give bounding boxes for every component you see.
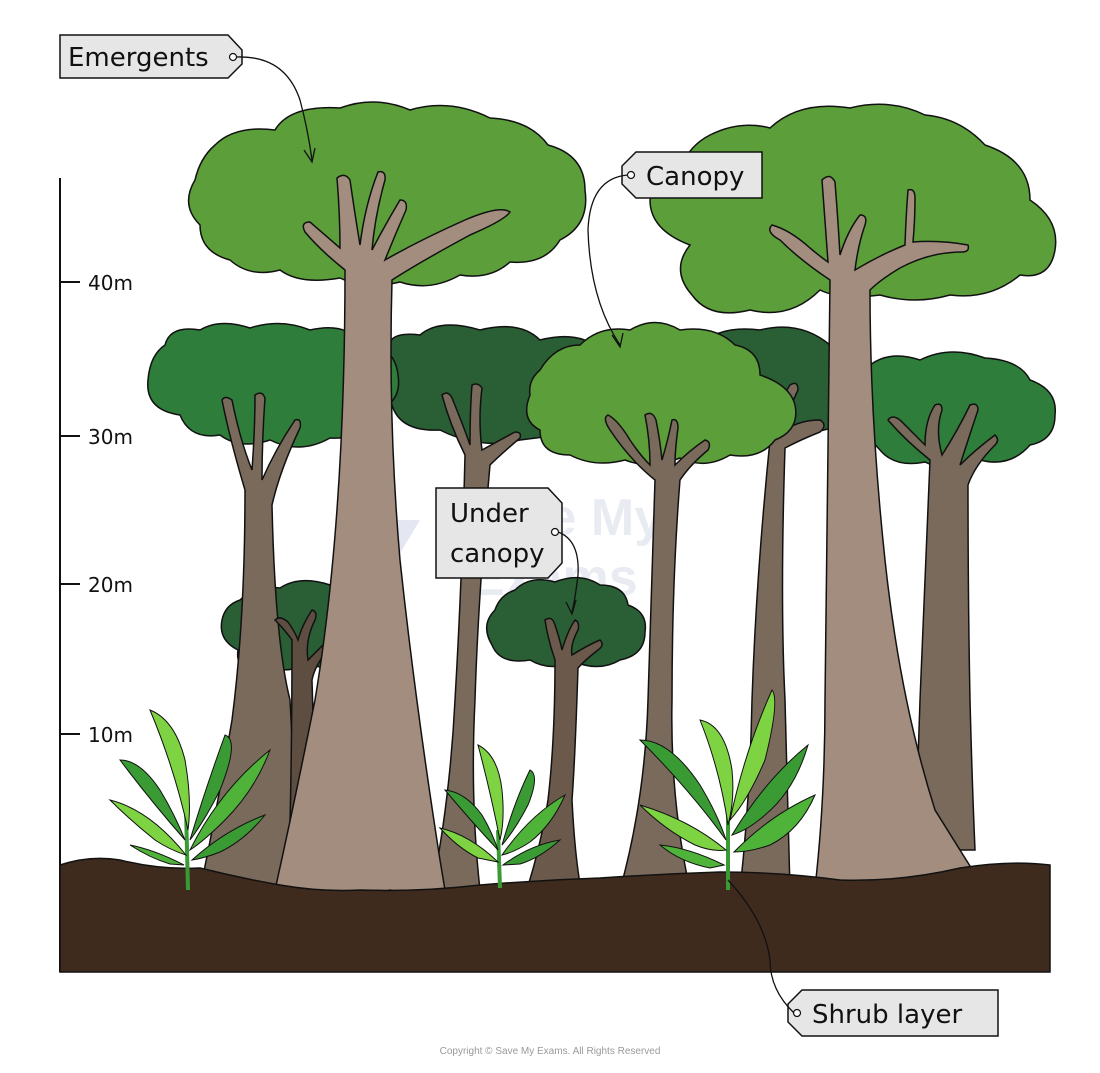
tick-label-10m: 10m [88, 723, 133, 747]
canopy-tag: Canopy [587, 151, 763, 349]
tick-label-30m: 30m [88, 425, 133, 449]
emergents-tag: Emergents [59, 34, 316, 164]
canopy-middle-crown [525, 321, 797, 466]
under-canopy-arrowhead [565, 599, 577, 616]
canopy-label: Canopy [646, 162, 744, 192]
under-canopy-tag: Under canopy [435, 487, 579, 616]
under-canopy-leader-line [557, 531, 579, 613]
emergents-label: Emergents [68, 43, 209, 73]
canopy-arrowhead [611, 332, 624, 349]
emergent-crowns [187, 101, 1057, 314]
emergents-leader-line [235, 56, 313, 161]
shrub-layer-label: Shrub layer [812, 1000, 962, 1030]
forest-floor [59, 857, 1051, 973]
tick-label-20m: 20m [88, 573, 133, 597]
tick-label-40m: 40m [88, 271, 133, 295]
emergents-arrowhead [303, 147, 316, 164]
shrub-layer-tag: Shrub layer [727, 879, 999, 1037]
under-canopy-label-line2: canopy [450, 539, 545, 569]
under-canopy-label-line1: Under [450, 499, 529, 529]
copyright-text: Copyright © Save My Exams. All Rights Re… [440, 1046, 661, 1057]
height-scale [59, 178, 80, 972]
shrub-layer-leader-line [727, 879, 795, 1014]
shrub-right [638, 689, 816, 890]
canopy-leader-line [587, 174, 629, 346]
shrub-left [108, 709, 272, 891]
shrub-middle [438, 744, 567, 889]
